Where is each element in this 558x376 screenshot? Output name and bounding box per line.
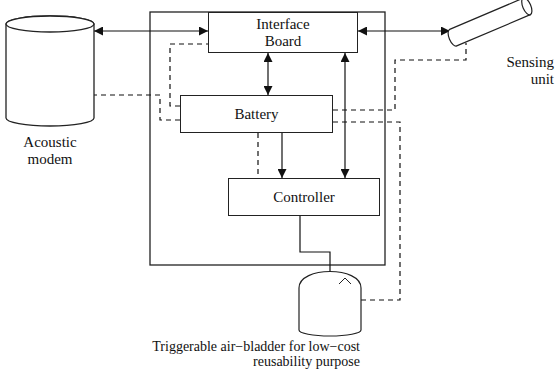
signal-line <box>267 53 268 95</box>
bladder-tank <box>295 264 365 340</box>
controller-box: Controller <box>228 178 380 216</box>
node-label: Controller <box>273 189 335 206</box>
sensor-tube <box>440 2 540 52</box>
power-line <box>333 43 466 110</box>
power-line <box>94 95 180 120</box>
acoustic-modem: Acoustic modem <box>2 14 98 179</box>
interface-board: Interface Board <box>208 12 358 53</box>
signal-line <box>358 30 450 31</box>
node-label: Sensing unit <box>494 54 554 87</box>
node-label: Battery <box>234 106 278 123</box>
signal-line <box>344 53 345 178</box>
battery-box: Battery <box>180 95 333 133</box>
air-bladder: Triggerable air−bladder for low−cost reu… <box>40 262 370 374</box>
housing-outline <box>150 12 385 265</box>
sensing-unit: Sensing unit <box>440 2 556 92</box>
node-label: Acoustic modem <box>2 134 98 167</box>
node-label: Triggerable air−bladder for low−cost reu… <box>110 340 360 369</box>
signal-line <box>300 216 330 272</box>
signal-line <box>94 30 208 31</box>
power-line <box>257 133 258 178</box>
node-label: Interface Board <box>243 16 323 49</box>
modem-cylinder <box>5 14 95 130</box>
signal-line <box>281 133 282 178</box>
